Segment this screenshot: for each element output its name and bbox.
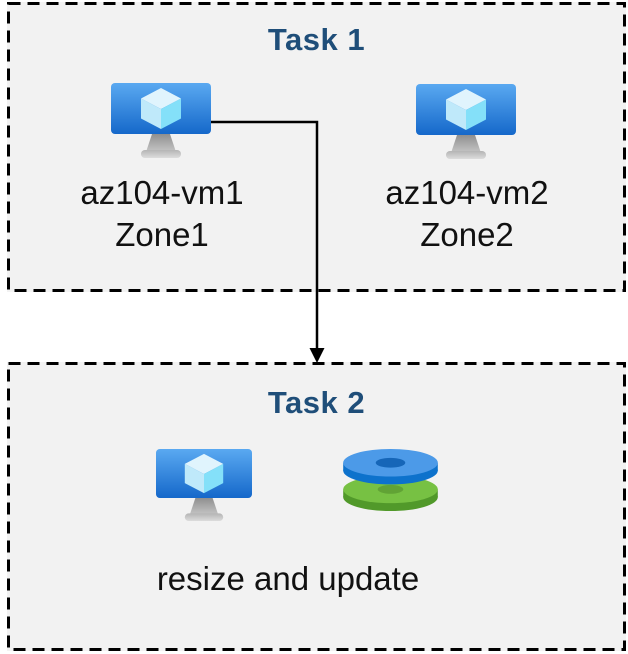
task2-title: Task 2 — [267, 385, 366, 420]
vm1-zone: Zone1 — [115, 216, 209, 253]
vm2-label: az104-vm2 Zone2 — [347, 172, 587, 256]
cube-right-face — [161, 98, 181, 129]
cube-left-face — [184, 463, 204, 494]
task1-title: Task 1 — [267, 22, 366, 57]
task1-panel: Task 1 az104-vm1 Zone1 — [7, 2, 626, 292]
cube-left-face — [446, 99, 466, 130]
vm1-name: az104-vm1 — [80, 174, 244, 211]
task2-caption: resize and update — [156, 560, 420, 597]
blue-disk-hole — [375, 457, 406, 468]
arrowhead-icon — [309, 348, 325, 363]
vm-icon — [156, 449, 252, 522]
green-disk-hole — [377, 484, 404, 494]
task2-panel: Task 2 resize and u — [7, 362, 626, 651]
vm-icon — [416, 84, 516, 160]
disks-icon — [339, 446, 442, 513]
cube-right-face — [204, 463, 224, 494]
cube-left-face — [141, 98, 161, 129]
cube-top-face — [184, 453, 224, 474]
vm1-label: az104-vm1 Zone1 — [42, 172, 282, 256]
vm-icon — [111, 83, 211, 159]
vm2-zone: Zone2 — [420, 216, 514, 253]
cube-right-face — [466, 99, 486, 130]
vm2-name: az104-vm2 — [385, 174, 549, 211]
